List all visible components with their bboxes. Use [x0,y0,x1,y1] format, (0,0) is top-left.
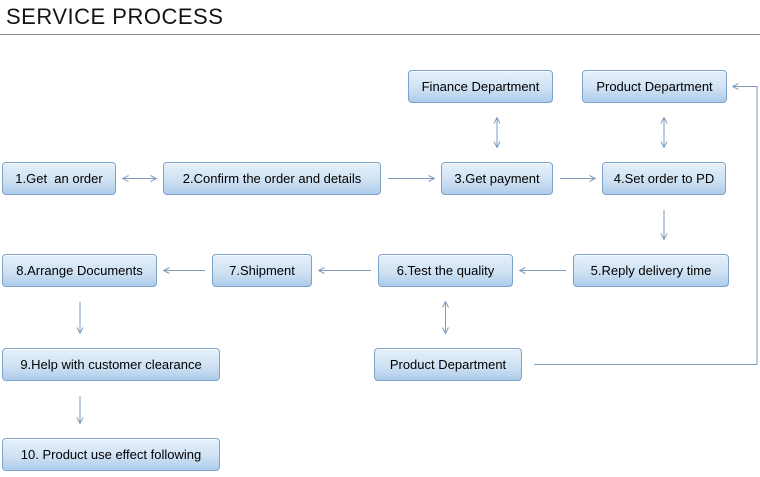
node-s10: 10. Product use effect following [2,438,220,471]
page-title: SERVICE PROCESS [6,4,224,29]
node-s4: 4.Set order to PD [602,162,726,195]
node-s9: 9.Help with customer clearance [2,348,220,381]
node-s6: 6.Test the quality [378,254,513,287]
node-s1: 1.Get an order [2,162,116,195]
node-s3: 3.Get payment [441,162,553,195]
node-pd-mid: Product Department [374,348,522,381]
node-s5: 5.Reply delivery time [573,254,729,287]
node-s8: 8.Arrange Documents [2,254,157,287]
node-finance-top: Finance Department [408,70,553,103]
node-product-top: Product Department [582,70,727,103]
node-s2: 2.Confirm the order and details [163,162,381,195]
node-s7: 7.Shipment [212,254,312,287]
arrow-e-pdmid-pdtop [534,87,758,365]
title-underline [0,34,760,35]
